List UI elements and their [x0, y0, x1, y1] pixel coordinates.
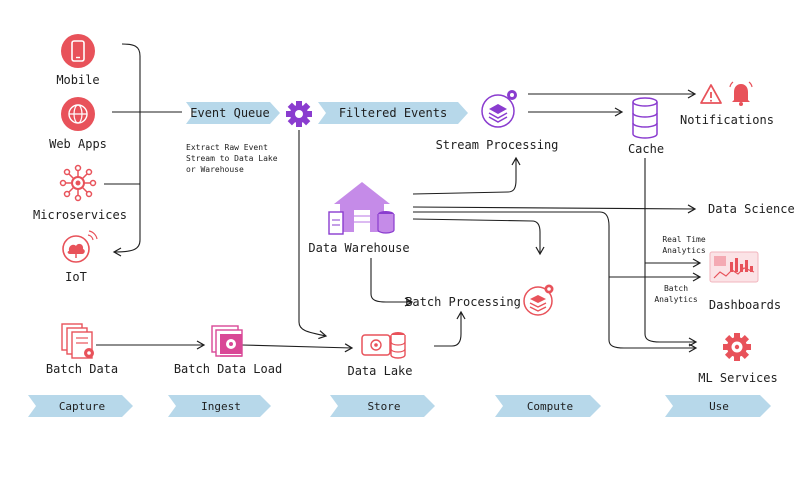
web-apps-label: Web Apps	[49, 137, 107, 151]
dashboard-chart-icon	[709, 251, 759, 283]
edge-load-to-datalake	[241, 343, 354, 353]
stage-use: Use	[665, 395, 771, 417]
ml-services-label: ML Services	[698, 371, 777, 385]
storage-icon	[361, 332, 406, 359]
stage-store-label: Store	[367, 400, 400, 413]
gear-icon	[286, 101, 312, 127]
database-icon	[632, 97, 658, 139]
extract-note-line-1: Extract Raw Event	[186, 143, 268, 152]
batch-processing-label: Batch Processing	[405, 295, 521, 309]
edge-warehouse-down-batch	[370, 258, 414, 307]
edges	[96, 43, 702, 353]
cache-label: Cache	[628, 142, 664, 156]
data-science-label: Data Science	[708, 202, 795, 216]
stage-capture-label: Capture	[59, 400, 105, 413]
layers-gear-icon	[481, 90, 517, 128]
edge-warehouse-to-stream	[412, 156, 521, 195]
real-time-analytics-line-2: Analytics	[662, 246, 706, 255]
event-queue-label: Event Queue	[190, 106, 269, 120]
edge-warehouse-to-datascience	[412, 204, 697, 214]
bell-icon	[729, 81, 753, 106]
filtered-events-label: Filtered Events	[339, 106, 447, 120]
edge-mobile-bracket	[112, 43, 141, 257]
edge-extract-to-datalake	[298, 130, 328, 340]
real-time-analytics-line-1: Real Time	[662, 235, 706, 244]
stage-capture: Capture	[28, 395, 133, 417]
data-warehouse-label: Data Warehouse	[308, 241, 409, 255]
batch-data-label: Batch Data	[46, 362, 118, 376]
edge-cache-down	[644, 158, 698, 347]
stage-compute-label: Compute	[527, 400, 573, 413]
mobile-label: Mobile	[56, 73, 99, 87]
stage-ingest: Ingest	[168, 395, 271, 417]
extract-note-line-2: Stream to Data Lake	[186, 154, 278, 163]
stage-ingest-label: Ingest	[201, 400, 241, 413]
queue-arrows	[186, 102, 468, 124]
dashboards-label: Dashboards	[709, 298, 781, 312]
layers-gear-icon	[523, 284, 554, 316]
batch-analytics-line-1: Batch	[664, 284, 688, 293]
edge-datalake-to-batchproc	[434, 310, 466, 347]
notifications-label: Notifications	[680, 113, 774, 127]
stage-use-label: Use	[709, 400, 729, 413]
edge-warehouse-to-use	[413, 211, 698, 353]
extract-note-line-3: or Warehouse	[186, 165, 244, 174]
document-stack-icon	[61, 323, 94, 359]
batch-data-load-label: Batch Data Load	[174, 362, 282, 376]
node-labels: Mobile Web Apps Microservices IoT Batch …	[33, 73, 795, 385]
microservices-label: Microservices	[33, 208, 127, 222]
cloud-signal-icon	[62, 230, 98, 263]
network-hub-icon	[59, 164, 97, 202]
event-queue-arrow	[186, 102, 280, 124]
smartphone-icon	[61, 34, 95, 68]
stage-store: Store	[330, 395, 435, 417]
ml-gear-icon	[723, 333, 751, 361]
filtered-events-arrow	[318, 102, 468, 124]
data-lake-label: Data Lake	[347, 364, 412, 378]
server-load-icon	[211, 325, 243, 357]
stage-row: Capture Ingest Store Compute Use	[28, 395, 771, 417]
edge-warehouse-to-batch-proc	[412, 218, 545, 256]
batch-analytics-line-2: Analytics	[654, 295, 698, 304]
warehouse-icon	[328, 182, 395, 235]
warning-icon	[700, 84, 722, 104]
iot-label: IoT	[65, 270, 87, 284]
stage-compute: Compute	[495, 395, 601, 417]
stream-processing-label: Stream Processing	[436, 138, 559, 152]
globe-icon	[61, 97, 95, 131]
